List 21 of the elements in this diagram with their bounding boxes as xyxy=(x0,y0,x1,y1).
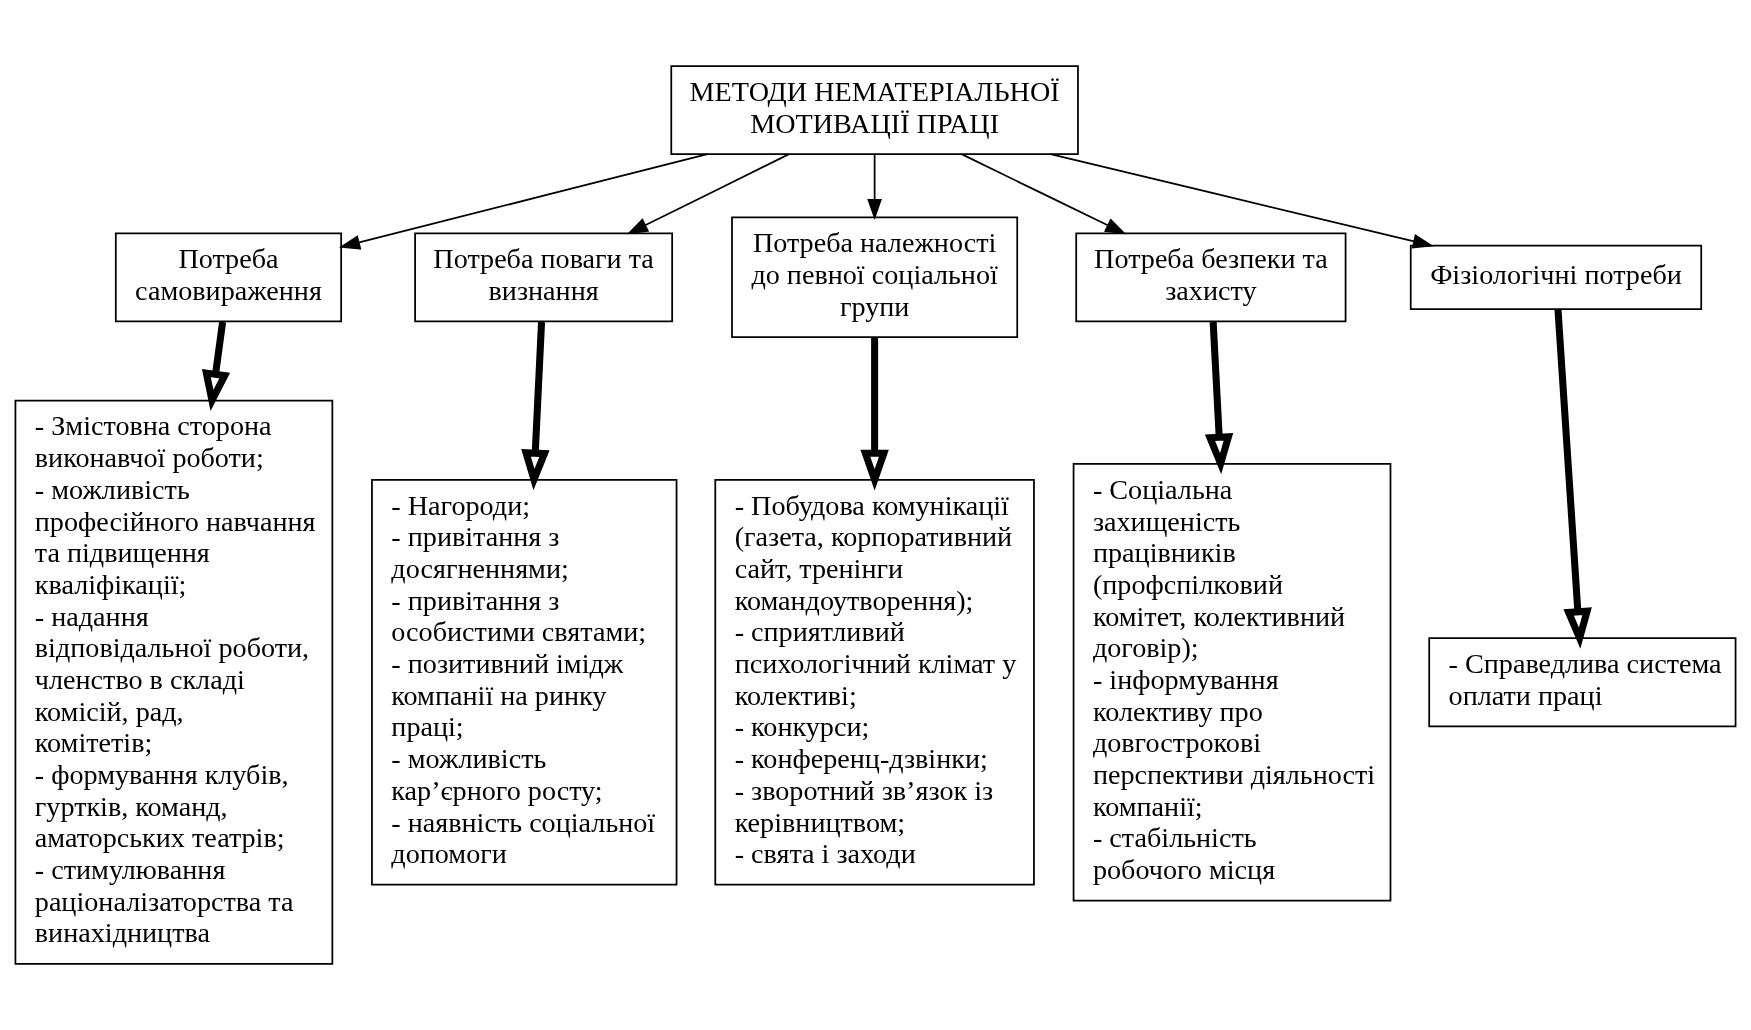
arrow xyxy=(1554,309,1592,649)
node-box: - Соціальна захищеність працівників (профспілковий комітет, колективний договір); - інформування колективу про довгострокові перспективи діяльності компанії; - стабільність робочого місця xyxy=(1072,463,1392,902)
arrow xyxy=(626,153,790,235)
arrow xyxy=(521,321,550,491)
arrow xyxy=(201,321,231,412)
node-box: Фізіологічні потреби xyxy=(1409,244,1703,310)
arrow xyxy=(339,153,709,250)
arrow xyxy=(860,337,889,491)
node-box: - Нагороди; - привітання з досягненнями; - привітання з особистими святами; - позитивний імідж компанії на ринку праці; - можливість кар’єрного росту; - наявність соціальної допомоги xyxy=(371,478,678,886)
node-box: - Побудова комунікації (газета, корпоративний сайт, тренінги командоутворення); - сприятливий психологічний клімат у колективі; - конкурси; - конференц-дзвінки; - зворотний зв’язок із керівництвом; - свята і заходи xyxy=(714,478,1035,886)
arrow xyxy=(867,153,883,221)
node-box: Потреба належності до певної соціальної групи xyxy=(731,216,1019,339)
arrow xyxy=(1204,321,1234,475)
node-box: - Справедлива система оплати праці xyxy=(1428,637,1737,728)
arrow xyxy=(961,153,1127,235)
arrow xyxy=(1049,153,1434,249)
node-box: Потреба безпеки та захисту xyxy=(1075,232,1347,323)
node-box: Потреба самовираження xyxy=(114,232,343,323)
node-box: Потреба поваги та визнання xyxy=(414,232,674,323)
node-box: - Змістовна сторона виконавчої роботи; - можливість професійного навчання та підвищення кваліфікації; - надання відповідальної роботи, членство в складі комісій, рад, комітетів; - формування клубів, гуртків, команд, аматорських театрів; - стимулювання раціоналізаторства та винахідництва xyxy=(14,399,334,965)
node-box: МЕТОДИ НЕМАТЕРІАЛЬНОЇ МОТИВАЦІЇ ПРАЦІ xyxy=(670,65,1079,155)
